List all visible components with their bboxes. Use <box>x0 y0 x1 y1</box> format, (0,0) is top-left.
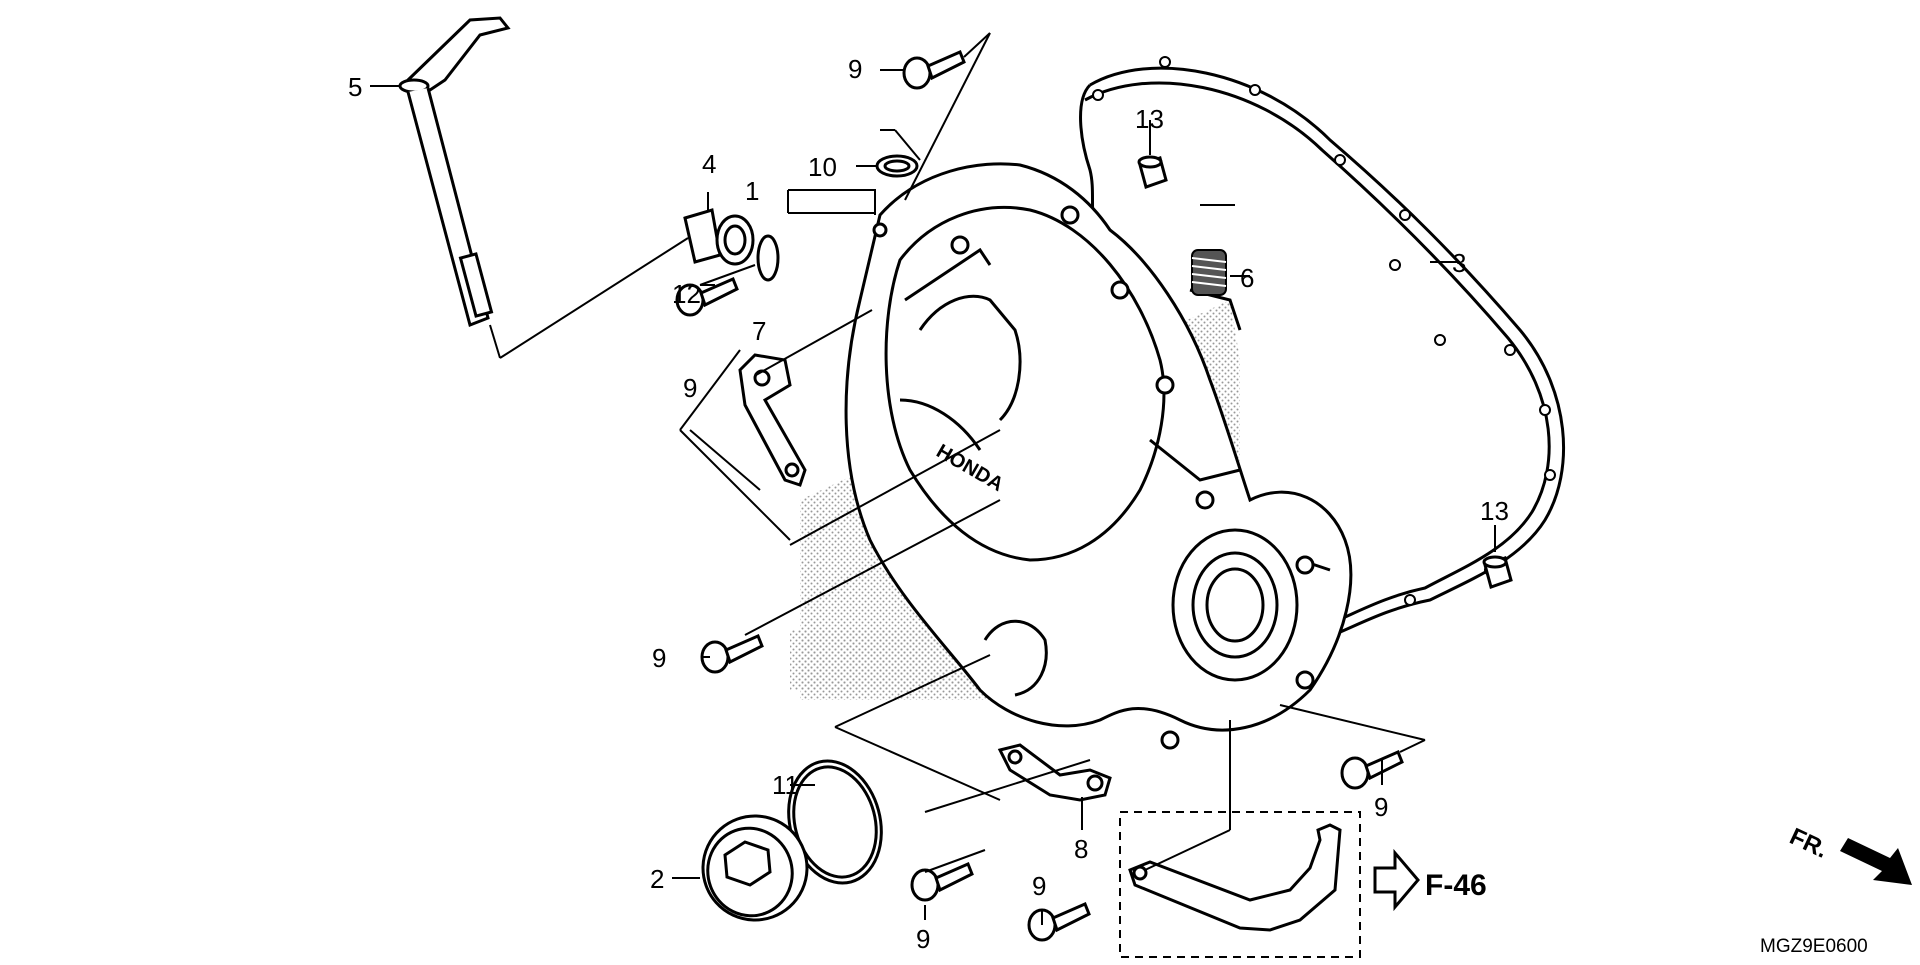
dowel-pin-parts <box>1137 155 1513 589</box>
bracket-8-part <box>997 743 1112 802</box>
callout-9-right[interactable]: 9 <box>1374 792 1388 822</box>
callout-3[interactable]: 3 <box>1452 248 1466 278</box>
bolt-left-upper <box>675 277 739 317</box>
callout-10[interactable]: 10 <box>808 152 837 182</box>
callout-11[interactable]: 11 <box>772 770 799 800</box>
bolt-top <box>902 50 966 90</box>
bolt-left-lower <box>700 634 764 674</box>
drawing-code: MGZ9E0600 <box>1760 936 1868 957</box>
gasket-part <box>1079 56 1566 652</box>
bolt-bottom-mid <box>1027 902 1091 942</box>
front-direction-label: FR. <box>1785 823 1831 864</box>
cover-cap-part <box>701 814 809 922</box>
callout-4[interactable]: 4 <box>702 149 716 179</box>
callout-9-bottom-mid[interactable]: 9 <box>1032 871 1046 901</box>
callout-9-bottom-left[interactable]: 9 <box>916 924 930 954</box>
seal-ring-part <box>875 154 919 178</box>
callout-2[interactable]: 2 <box>650 864 664 894</box>
spring-part <box>1191 249 1227 296</box>
bolt-parts <box>675 50 1404 942</box>
reference-arrow <box>1373 848 1420 912</box>
callout-1[interactable]: 1 <box>745 176 759 206</box>
bolt-bottom-left <box>910 862 974 902</box>
front-direction-arrow <box>1840 838 1912 885</box>
shift-shaft-part <box>398 16 511 328</box>
dashed-detail-box <box>1119 811 1361 958</box>
leader-lines <box>370 32 1496 925</box>
bolt-right <box>1340 750 1404 790</box>
callout-9-left-upper[interactable]: 9 <box>683 373 697 403</box>
bracket-7-part <box>738 353 807 487</box>
callout-9-top[interactable]: 9 <box>848 54 862 84</box>
filler-cap-part <box>683 208 780 282</box>
callout-8[interactable]: 8 <box>1074 834 1088 864</box>
callout-13-top[interactable]: 13 <box>1135 104 1164 134</box>
callout-12[interactable]: 12 <box>672 279 701 309</box>
callout-13-right[interactable]: 13 <box>1480 496 1509 526</box>
callout-9-left-lower[interactable]: 9 <box>652 643 666 673</box>
callout-6[interactable]: 6 <box>1240 263 1254 293</box>
clutch-cover-body: HONDA <box>844 162 1353 750</box>
callout-7[interactable]: 7 <box>752 316 766 346</box>
reference-label[interactable]: F-46 <box>1425 869 1487 902</box>
callout-5[interactable]: 5 <box>348 72 362 102</box>
lower-bracket-part <box>1128 823 1342 932</box>
